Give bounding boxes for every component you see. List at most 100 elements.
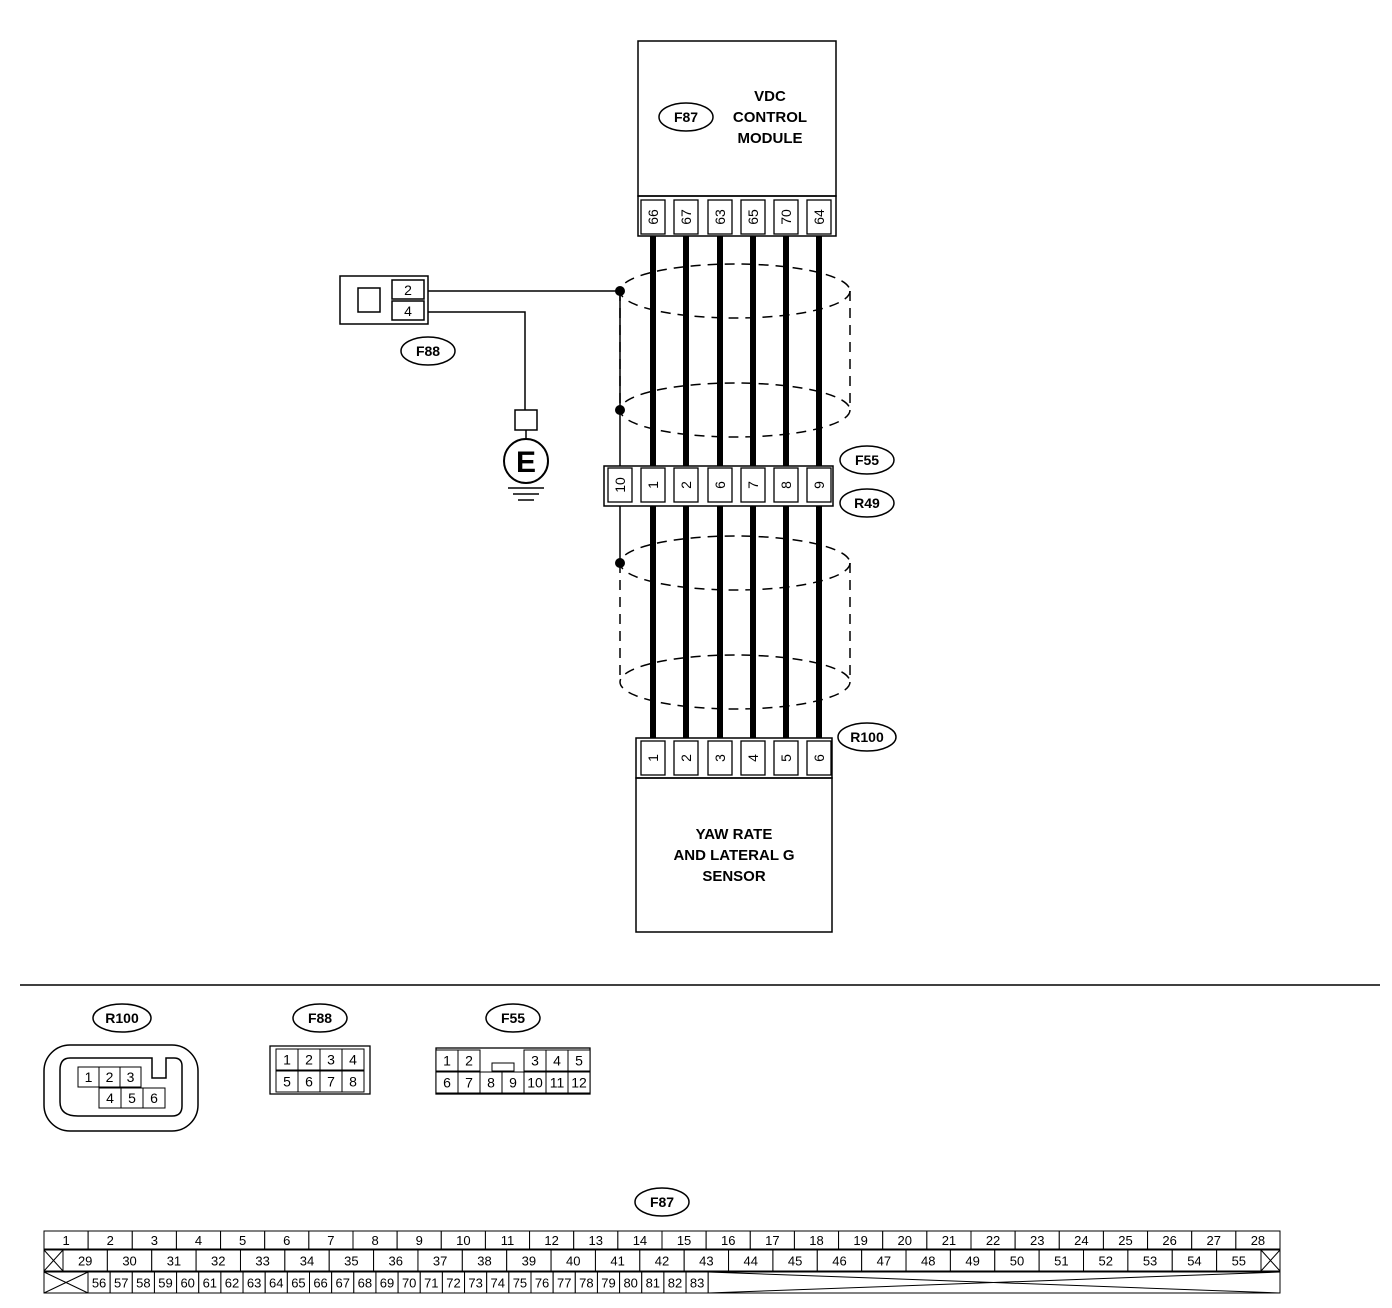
f87-face-pin-43: 43 <box>699 1254 713 1269</box>
f87-face-pin-67: 67 <box>335 1276 349 1291</box>
joint-pin-8-cell <box>773 467 799 503</box>
ground-circle <box>503 438 549 484</box>
f87-face-pin-25: 25 <box>1118 1233 1132 1248</box>
yaw-sensor-box <box>635 777 833 933</box>
r100-face-outer <box>43 1044 199 1132</box>
f88-pin-4: 4 <box>404 303 412 319</box>
f87-face-pin-62: 62 <box>225 1276 239 1291</box>
joint-pin-8: 8 <box>778 481 794 489</box>
r100-face-inner <box>59 1057 183 1117</box>
r100-face-pin-3: 3 <box>127 1069 135 1085</box>
f88-face-pin-8-cell <box>341 1070 365 1093</box>
joint-pin-7-cell <box>740 467 766 503</box>
vdc-pin-64-cell <box>806 199 832 235</box>
f55-face-pin-3: 3 <box>531 1053 539 1069</box>
f87-face-pin-29: 29 <box>78 1254 92 1269</box>
f55-face-pin-1: 1 <box>443 1053 451 1069</box>
joint-pin-1: 1 <box>645 481 661 489</box>
f88-face-pin-7: 7 <box>327 1074 335 1090</box>
f87-face-pin-72: 72 <box>446 1276 460 1291</box>
f87-face-pin-1: 1 <box>62 1233 69 1248</box>
f87-face-pin-71: 71 <box>424 1276 438 1291</box>
f87-face-pin-64: 64 <box>269 1276 283 1291</box>
joint-pin-10: 10 <box>612 477 628 493</box>
f87-face-pin-53: 53 <box>1143 1254 1157 1269</box>
f87-face-pin-31: 31 <box>167 1254 181 1269</box>
view-tag-f87: F87 <box>650 1194 674 1210</box>
yaw-pin-1-cell <box>640 740 666 776</box>
yaw-pin-2: 2 <box>678 754 694 762</box>
f87-face-pin-52: 52 <box>1098 1254 1112 1269</box>
f87-face-pin-32: 32 <box>211 1254 225 1269</box>
f88-connector-body <box>339 275 429 325</box>
f87-face-pin-36: 36 <box>389 1254 403 1269</box>
f88-face-pin-1: 1 <box>283 1052 291 1068</box>
f87-face-pin-15: 15 <box>677 1233 691 1248</box>
f87-face-pin-9: 9 <box>416 1233 423 1248</box>
f88-face-outline <box>269 1045 371 1095</box>
f87-face-pin-54: 54 <box>1187 1254 1201 1269</box>
joint-pin-9: 9 <box>811 481 827 489</box>
f88-connector-latch <box>357 287 381 313</box>
f55-face-pin-2-cell <box>457 1049 481 1072</box>
f87-face-pin-39: 39 <box>522 1254 536 1269</box>
ground-terminal <box>514 409 538 431</box>
f87-face-pin-75: 75 <box>513 1276 527 1291</box>
f87-face-pin-11: 11 <box>501 1233 515 1248</box>
f88-face-pin-4-cell <box>341 1048 365 1071</box>
yaw-pin-5-cell <box>773 740 799 776</box>
f87-face-pin-47: 47 <box>877 1254 891 1269</box>
view-tag-r100: R100 <box>105 1010 139 1026</box>
vdc-pin-65: 65 <box>745 209 761 225</box>
f55-face-key <box>491 1062 515 1072</box>
vdc-pin-63-cell <box>707 199 733 235</box>
vdc-pin-66: 66 <box>645 209 661 225</box>
vdc-pin-64: 64 <box>811 209 827 225</box>
signal-wires <box>650 236 822 738</box>
f87-face-pin-23: 23 <box>1030 1233 1044 1248</box>
f87-face-pin-28: 28 <box>1251 1233 1265 1248</box>
f87-face-pin-16: 16 <box>721 1233 735 1248</box>
r100-face-pin-6: 6 <box>150 1090 158 1106</box>
f55-face-pin-10: 10 <box>527 1075 543 1091</box>
r100-face-pin-1: 1 <box>85 1069 93 1085</box>
f87-face-pin-14: 14 <box>633 1233 647 1248</box>
vdc-connector-strip <box>637 195 837 237</box>
f87-face-blank-row3-left-diag-2 <box>43 1271 89 1294</box>
f87-face-pin-81: 81 <box>646 1276 660 1291</box>
yaw-pin-4: 4 <box>745 754 761 762</box>
f87-face-pin-50: 50 <box>1010 1254 1024 1269</box>
f55-face-pin-11: 11 <box>550 1075 565 1091</box>
f88-pin-cell-2 <box>391 279 425 300</box>
r100-face-pin-5: 5 <box>128 1090 136 1106</box>
tag-f88-oval <box>400 336 456 366</box>
f87-face-pin-12: 12 <box>544 1233 558 1248</box>
yaw-pin-3-cell <box>707 740 733 776</box>
f55-face-pin-6: 6 <box>443 1075 451 1091</box>
f87-face-pin-7: 7 <box>327 1233 334 1248</box>
yaw-pin-5: 5 <box>778 754 794 762</box>
joint-pin-9-cell <box>806 467 832 503</box>
yaw-pin-6: 6 <box>811 754 827 762</box>
ground-symbol-e: E <box>516 446 536 479</box>
f87-face-pin-60: 60 <box>180 1276 194 1291</box>
joint-pin-6-cell <box>707 467 733 503</box>
f55-face-pin-8: 8 <box>487 1075 495 1091</box>
f55-face-pin-9: 9 <box>509 1075 517 1091</box>
vdc-pin-66-cell <box>640 199 666 235</box>
yaw-pin-4-cell <box>740 740 766 776</box>
f87-face-pin-34: 34 <box>300 1254 314 1269</box>
f87-face-pin-6: 6 <box>283 1233 290 1248</box>
joint-pin-7: 7 <box>745 481 761 489</box>
tag-f55-oval <box>839 445 895 475</box>
f87-face-pin-38: 38 <box>477 1254 491 1269</box>
f87-face-pin-83: 83 <box>690 1276 704 1291</box>
f87-face-pin-42: 42 <box>655 1254 669 1269</box>
vdc-title-line3: MODULE <box>738 130 803 147</box>
view-tag-f55-oval <box>485 1003 541 1033</box>
f87-face-pin-48: 48 <box>921 1254 935 1269</box>
vdc-title-line2: CONTROL <box>733 109 807 126</box>
f87-face-pin-30: 30 <box>122 1254 136 1269</box>
